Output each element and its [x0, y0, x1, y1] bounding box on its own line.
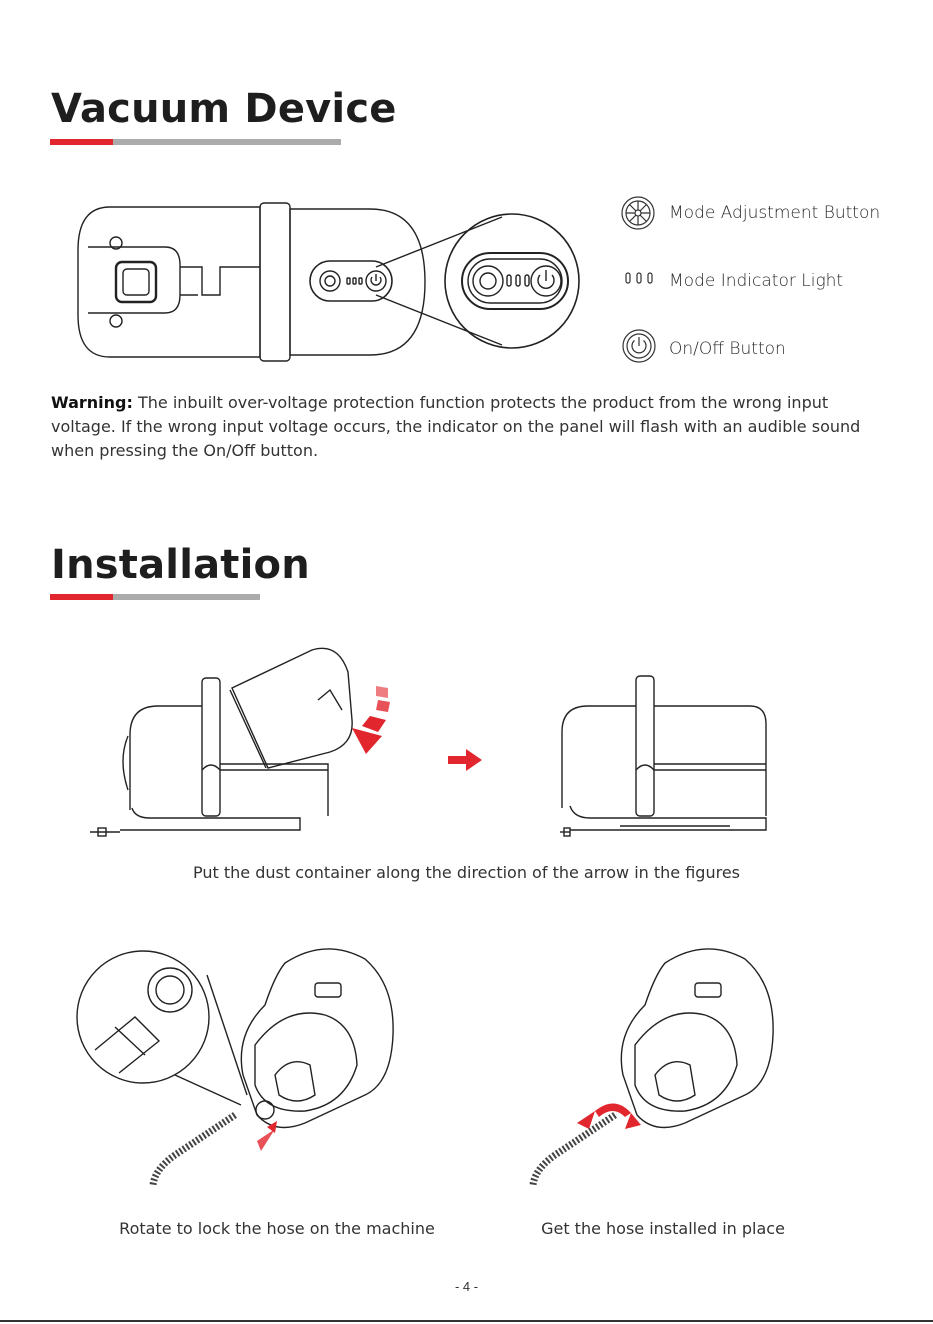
caption-hose-installed: Get the hose installed in place [541, 1219, 785, 1238]
hose-rotate-illustration [76, 948, 394, 1186]
footer-divider [0, 1320, 933, 1322]
warning-paragraph: Warning: The inbuilt over-voltage protec… [51, 391, 881, 463]
section-title-installation: Installation [51, 542, 310, 588]
legend-mode-adjustment: Mode Adjustment Button [669, 203, 881, 223]
warning-label: Warning: [51, 393, 133, 412]
power-icon [622, 329, 656, 363]
caption-dust-container: Put the dust container along the directi… [192, 863, 740, 882]
title-underline [50, 594, 260, 600]
warning-text: The inbuilt over-voltage protection func… [51, 393, 861, 460]
arrow-right-icon [448, 749, 482, 771]
caption-rotate-hose: Rotate to lock the hose on the machine [119, 1219, 435, 1238]
mode-indicator-icon [625, 272, 653, 284]
legend-power: On/Off Button [669, 339, 786, 359]
mode-adjustment-icon [621, 196, 655, 230]
dust-container-after-illustration [560, 675, 767, 837]
hose-installed-illustration [529, 948, 774, 1186]
vacuum-device-illustration [77, 202, 580, 362]
dust-container-before-illustration [90, 647, 390, 837]
title-underline [50, 139, 341, 145]
section-title-vacuum-device: Vacuum Device [51, 86, 397, 132]
page-number: - 4 - [454, 1279, 479, 1294]
legend-mode-indicator: Mode Indicator Light [669, 271, 844, 291]
